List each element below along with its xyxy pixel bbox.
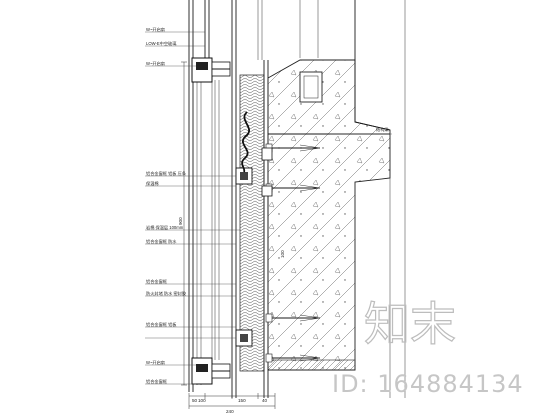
callout-left-1: 保温棉 [146, 180, 159, 187]
vertical-dimension-label: 900 [178, 217, 183, 225]
callout-leaders [145, 31, 392, 385]
callout-left-2: 岩棉 保温层 100mm [146, 224, 184, 231]
dimension-50: 50 [192, 398, 198, 403]
callout-right-1: 100 [280, 250, 285, 258]
callout-left-3: 铝合金窗框 防水 [146, 238, 177, 245]
bottom-window-connector [191, 357, 231, 385]
wavy-cable [241, 111, 250, 173]
callout-left-5: 防火封堵 防水 密封胶 [146, 290, 186, 297]
callout-left-6: 铝合金窗框 铝板 [146, 321, 177, 328]
callout-left-0: 铝合金窗框 铝板 压条 [146, 170, 187, 177]
insulation-layer [239, 74, 265, 372]
callout-top-2: W~开启扇 [146, 60, 165, 67]
dimension-150: 150 [238, 398, 246, 403]
callout-right-0: 结构梁 [376, 126, 389, 133]
right-callout-labels: 结构梁 100 [280, 126, 389, 258]
watermark-id: ID: 164884134 [332, 370, 524, 398]
callout-left-8: 铝合金窗框 [146, 378, 168, 385]
top-callout-labels: W~开启扇 LOW-E中空玻璃 W~开启扇 [146, 26, 176, 67]
callout-top-0: W~开启扇 [146, 26, 165, 33]
dimension-240: 240 [226, 409, 234, 414]
dimension-40: 40 [262, 398, 268, 403]
watermark-brand: 知末 [364, 297, 456, 351]
middle-connectors [235, 147, 273, 347]
callout-left-4: 铝合金窗框 [146, 278, 168, 285]
watermark: 知末 ID: 164884134 [332, 296, 524, 398]
left-callout-labels: 铝合金窗框 铝板 压条 保温棉 岩棉 保温层 100mm 铝合金窗框 防水 铝合… [146, 170, 187, 385]
top-window-connector [191, 57, 231, 83]
callout-top-1: LOW-E中空玻璃 [146, 40, 176, 47]
callout-left-7: W~开启扇 [146, 359, 165, 366]
dimension-100: 100 [198, 398, 206, 403]
concrete-structure [267, 59, 391, 371]
bottom-dimension-line: 50 100 150 40 240 [188, 393, 276, 414]
